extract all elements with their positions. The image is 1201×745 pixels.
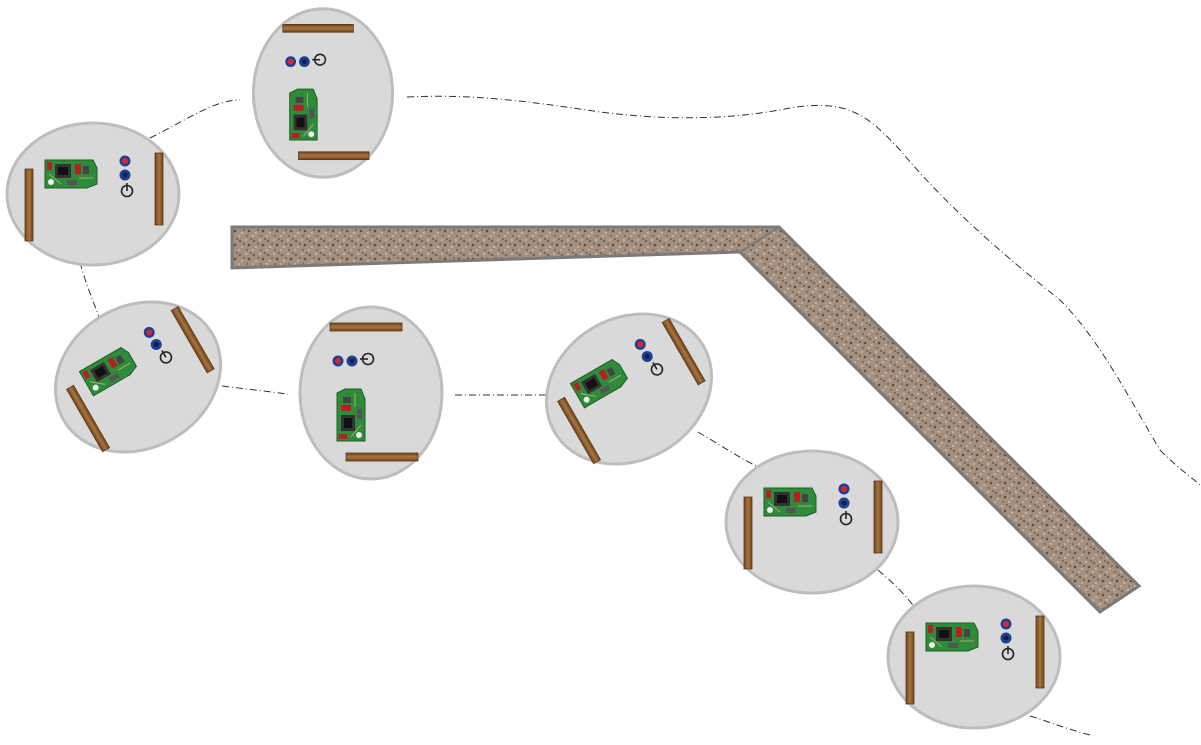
path-segment-7 bbox=[1029, 715, 1091, 736]
robot-5 bbox=[517, 283, 741, 495]
outer-path-line bbox=[406, 95, 1201, 486]
path-segment-5 bbox=[697, 431, 759, 468]
robot-3 bbox=[26, 271, 250, 483]
path-segment-1 bbox=[149, 99, 241, 139]
robot-2 bbox=[251, 7, 395, 179]
robot-4 bbox=[298, 305, 444, 481]
robot-path bbox=[79, 95, 1201, 736]
robot-1 bbox=[5, 121, 181, 267]
robot-6 bbox=[724, 449, 900, 595]
path-segment-2 bbox=[79, 261, 101, 321]
path-segment-3 bbox=[221, 385, 289, 395]
robot-7 bbox=[886, 584, 1062, 730]
gravel-wall bbox=[230, 225, 1142, 614]
path-segment-6 bbox=[877, 569, 916, 609]
